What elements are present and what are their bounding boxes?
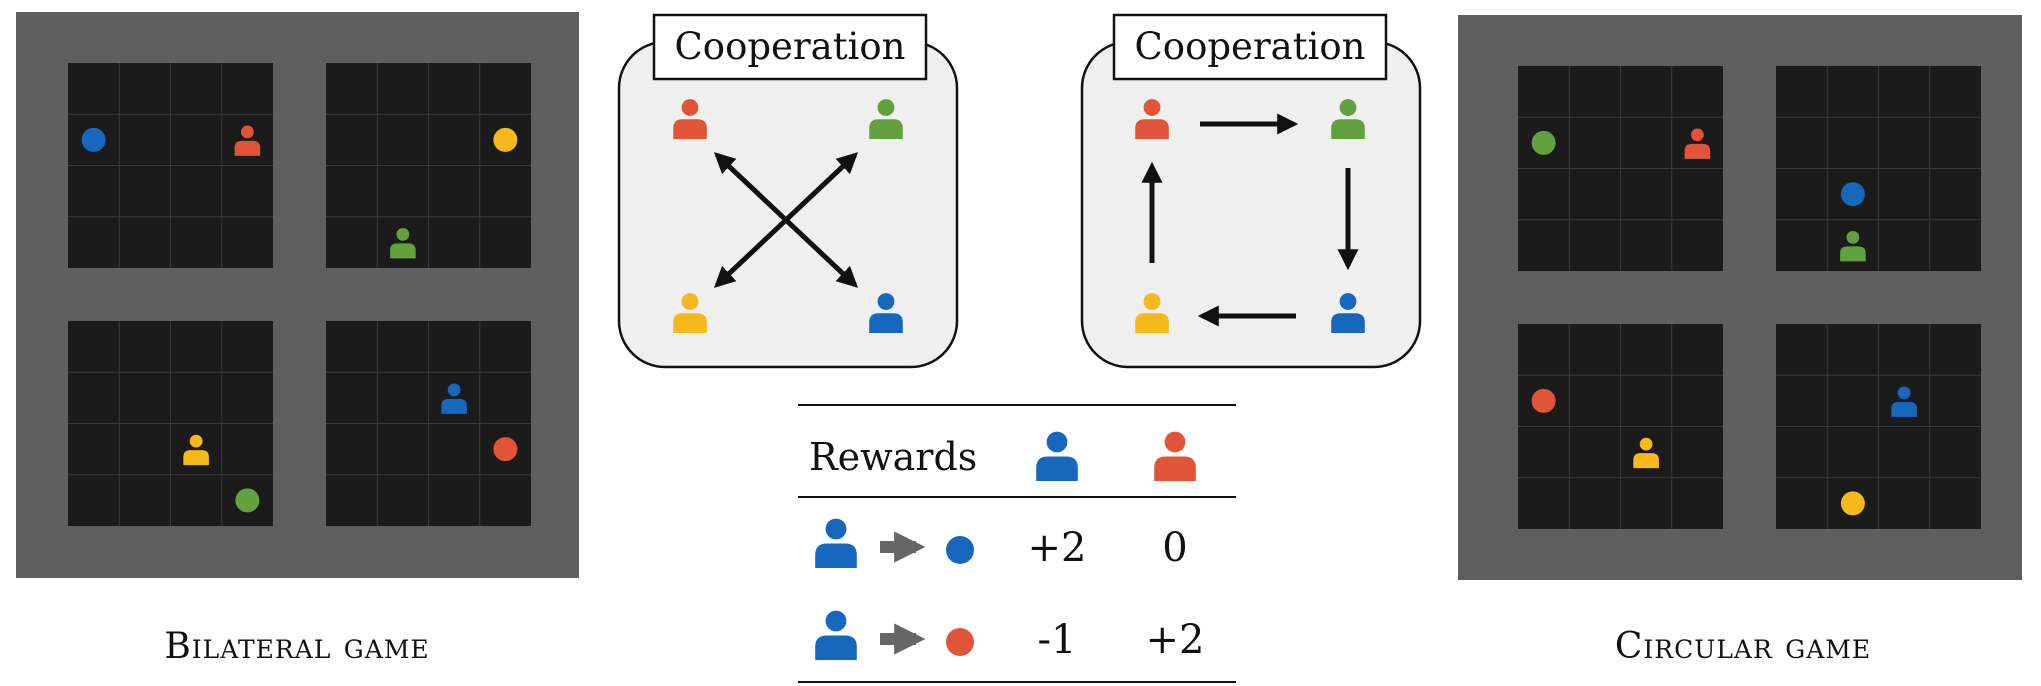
- bilateral-grid-1: [68, 63, 273, 268]
- cooperation-bilateral-label: Cooperation: [675, 25, 906, 68]
- coin-green: [1531, 130, 1556, 155]
- coop-agent-blue-icon: [1331, 293, 1365, 333]
- coop-agent-yellow-icon: [1135, 293, 1169, 333]
- cooperation-bilateral-label-box: [652, 13, 928, 81]
- coop-agent-green-icon: [1331, 99, 1365, 139]
- cooperation-bilateral-box: [617, 40, 959, 369]
- coin-blue: [1840, 182, 1865, 207]
- reward-value-blue: -1: [1038, 617, 1077, 663]
- coin-green: [235, 488, 260, 513]
- row-coin-red: [946, 628, 974, 656]
- agent-red-icon: [234, 125, 261, 156]
- row-agent-blue-icon: [815, 610, 857, 660]
- reward-row: -1 +2: [815, 610, 1205, 663]
- coin-yellow: [1840, 491, 1865, 516]
- bilateral-game-panel: Bilateral game: [16, 12, 579, 667]
- circular-game-panel: Circular game: [1458, 15, 2022, 667]
- rewards-header: Rewards: [809, 435, 977, 479]
- arrow-green-yellow: [713, 152, 859, 288]
- header-agent-red-icon: [1154, 431, 1196, 481]
- circular-caption: Circular game: [1615, 626, 1871, 667]
- agent-green-icon: [1840, 230, 1866, 262]
- cooperation-circular-label: Cooperation: [1135, 25, 1366, 68]
- coop-agent-green-icon: [869, 99, 903, 139]
- coop-agent-red-icon: [673, 99, 707, 139]
- cooperation-bilateral-diagram: Cooperation: [617, 13, 959, 369]
- circular-grid-1: [1518, 66, 1723, 271]
- agent-green-icon: [390, 227, 416, 259]
- table-rows: +2 0 -1 +2: [815, 518, 1205, 663]
- bilateral-caption: Bilateral game: [164, 626, 429, 667]
- circular-grid-4: [1776, 324, 1981, 529]
- reward-value-red: +2: [1146, 617, 1205, 663]
- coop-agent-red-icon: [1135, 99, 1169, 139]
- bilateral-grids: [68, 63, 531, 526]
- coin-yellow: [493, 127, 518, 152]
- table-header-icons: [1036, 431, 1196, 481]
- reward-value-blue: +2: [1028, 525, 1087, 571]
- agent-red-icon: [1684, 128, 1711, 159]
- coop-agent-blue-icon: [869, 293, 903, 333]
- cooperation-circular-diagram: Cooperation: [1080, 13, 1422, 369]
- coin-red: [493, 437, 518, 462]
- reward-value-red: 0: [1162, 525, 1187, 571]
- cooperation-circular-agents: [1135, 99, 1365, 333]
- coop-agent-yellow-icon: [673, 293, 707, 333]
- coin-blue: [81, 127, 106, 152]
- bilateral-grid-4: [326, 321, 531, 526]
- rewards-table: Rewards +2 0 -1 +2: [798, 404, 1236, 683]
- circular-grid-3: [1518, 324, 1723, 529]
- row-agent-blue-icon: [815, 518, 857, 568]
- row-coin-blue: [946, 536, 974, 564]
- agent-blue-icon: [1891, 386, 1917, 417]
- agent-yellow-icon: [183, 434, 209, 466]
- bilateral-grid-2: [326, 63, 531, 268]
- cooperation-circular-label-box: [1112, 13, 1388, 81]
- agent-blue-icon: [441, 383, 467, 414]
- bilateral-grid-3: [68, 321, 273, 526]
- header-agent-blue-icon: [1036, 431, 1078, 481]
- cooperation-bilateral-agents: [673, 99, 903, 333]
- circular-grid-2: [1776, 66, 1981, 271]
- reward-row: +2 0: [815, 518, 1188, 571]
- circular-grids: [1518, 66, 1981, 529]
- coin-red: [1531, 388, 1556, 413]
- agent-yellow-icon: [1633, 437, 1659, 469]
